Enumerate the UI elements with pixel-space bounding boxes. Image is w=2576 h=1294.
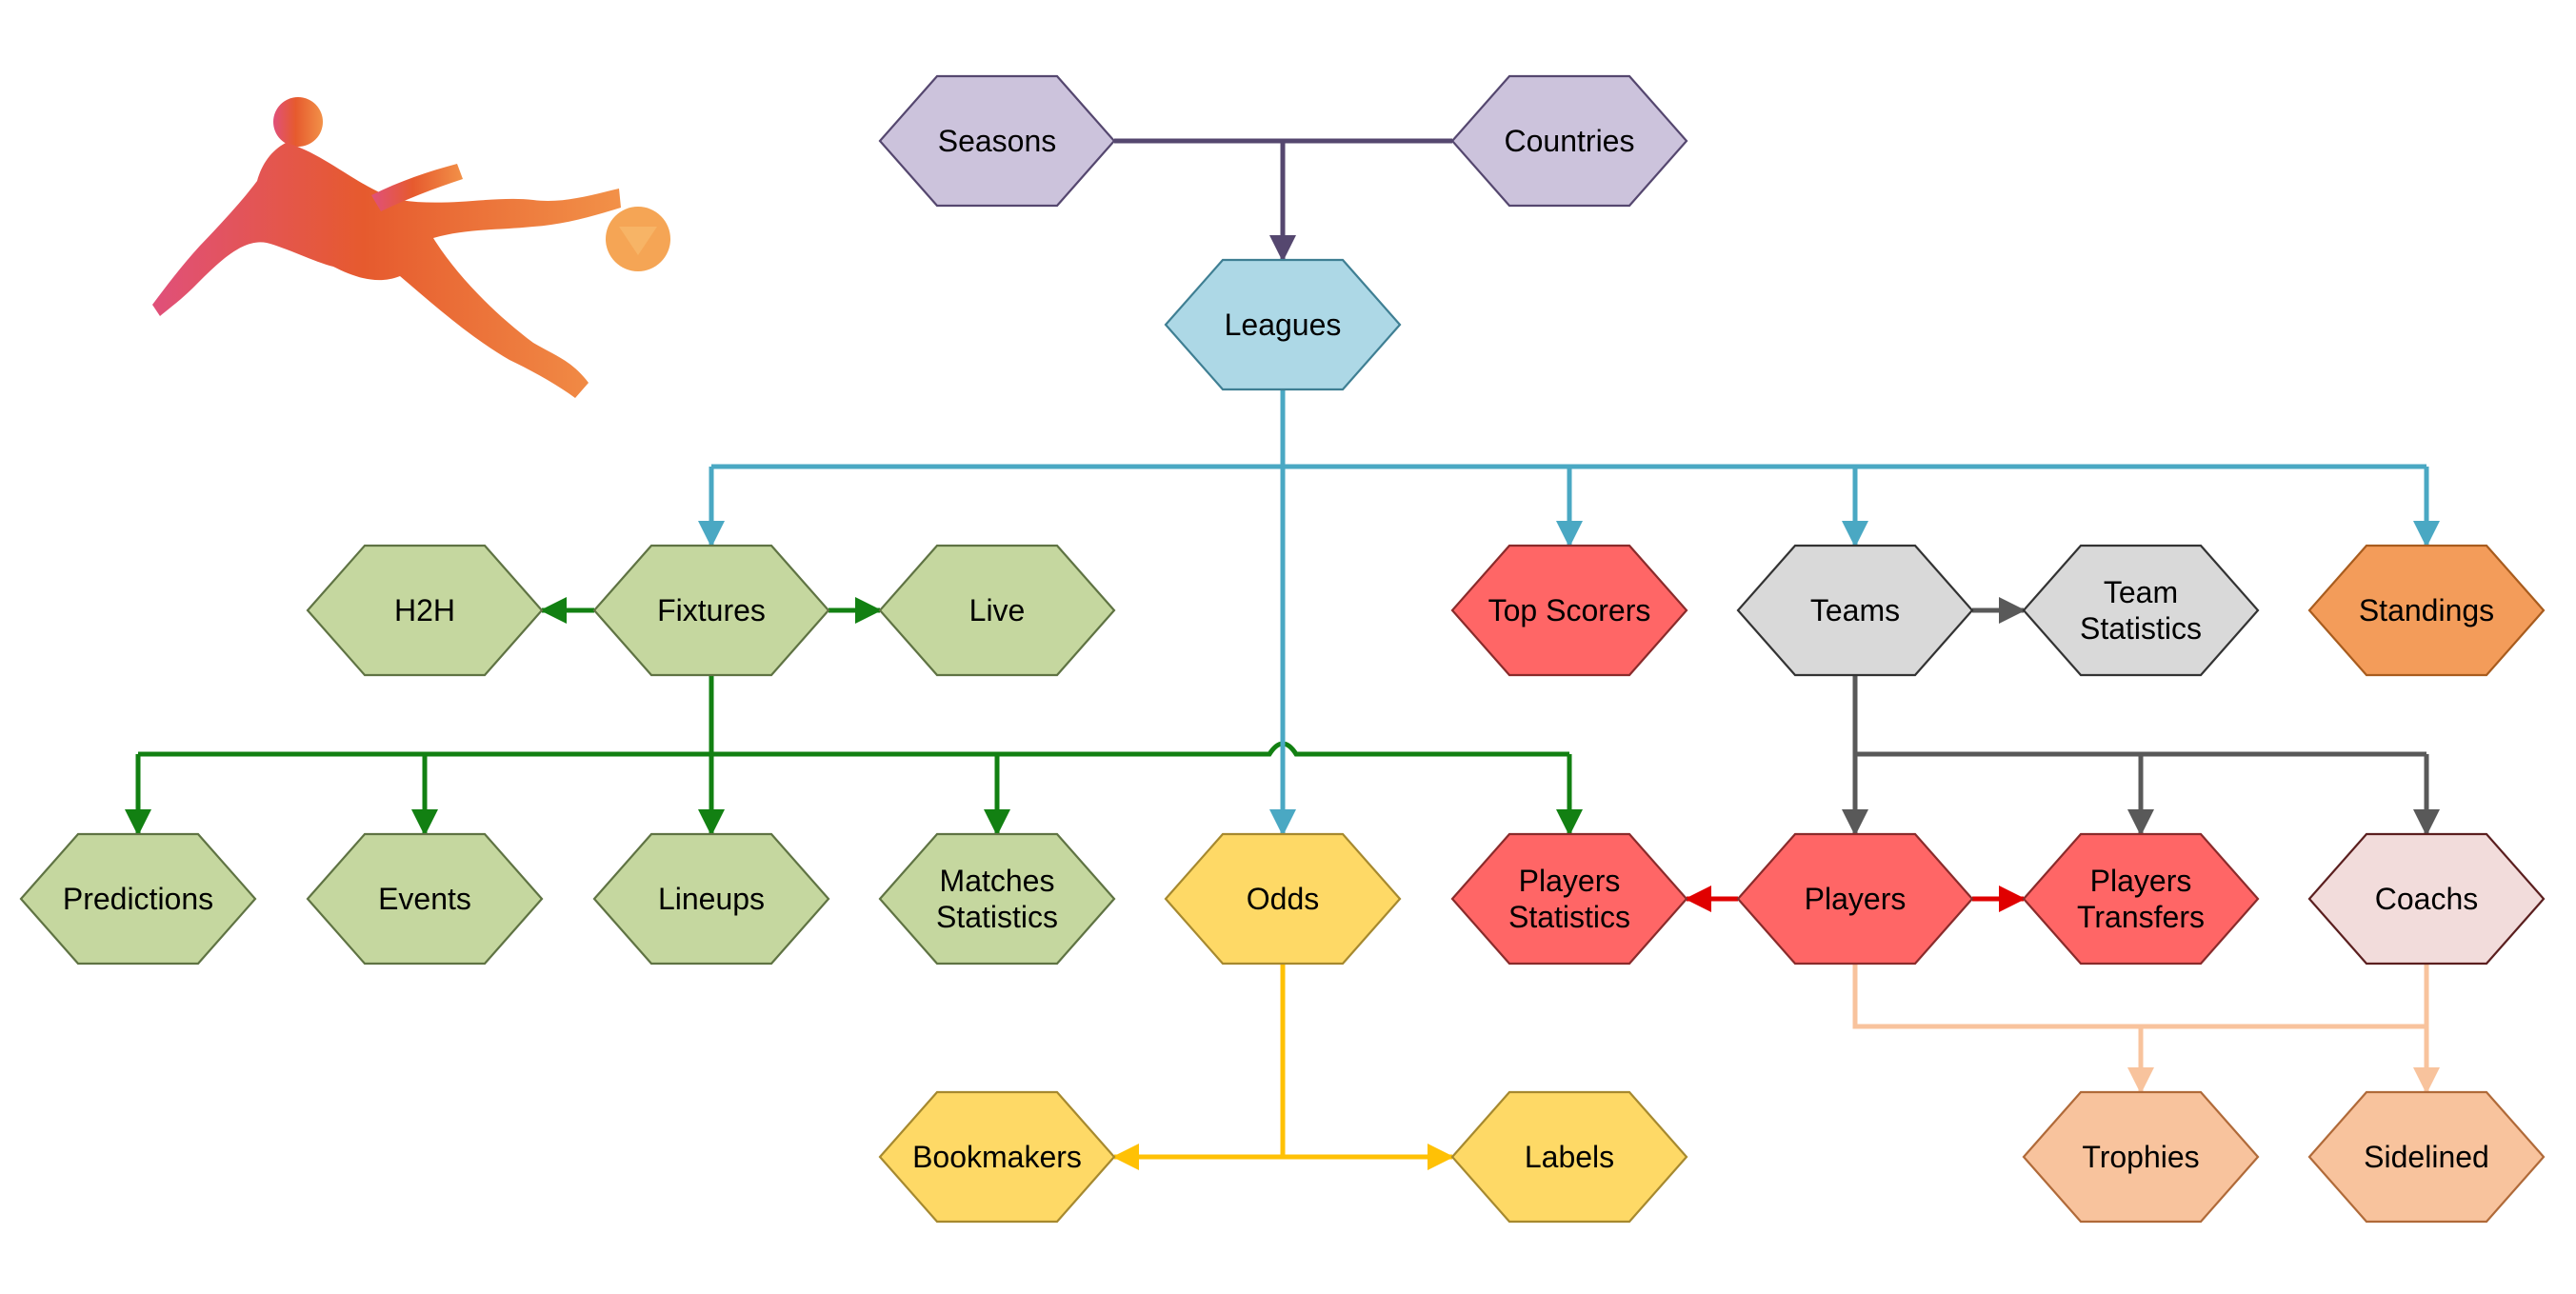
node-events-shape — [306, 832, 544, 966]
node-players-transfers-label: Transfers — [2077, 900, 2205, 934]
node-players: Players — [1736, 832, 1974, 966]
node-players-statistics-label: Statistics — [1508, 900, 1630, 934]
node-odds: Odds — [1164, 832, 1402, 966]
node-odds-label: Odds — [1247, 882, 1319, 916]
edge-players-peach-bus — [1852, 964, 2426, 1029]
node-team-statistics-label: Statistics — [2080, 611, 2202, 646]
node-live: Live — [878, 544, 1116, 677]
node-team-statistics-shape — [2022, 544, 2260, 677]
node-leagues-shape — [1164, 258, 1402, 391]
node-players-statistics-label: Players — [1519, 864, 1621, 898]
node-leagues-label: Leagues — [1225, 308, 1342, 342]
node-top-scorers: Top Scorers — [1450, 544, 1688, 677]
node-teams-shape — [1736, 544, 1974, 677]
node-top-scorers-label: Top Scorers — [1488, 593, 1651, 627]
node-bookmakers: Bookmakers — [878, 1090, 1116, 1224]
node-trophies-shape — [2022, 1090, 2260, 1224]
node-h2h-label: H2H — [394, 593, 455, 627]
node-odds-shape — [1164, 832, 1402, 966]
node-sidelined-label: Sidelined — [2364, 1140, 2489, 1174]
node-labels: Labels — [1450, 1090, 1688, 1224]
node-matches-statistics-shape — [878, 832, 1116, 966]
node-labels-shape — [1450, 1090, 1688, 1224]
node-countries: Countries — [1450, 74, 1688, 208]
node-leagues: Leagues — [1164, 258, 1402, 391]
node-players-transfers-shape — [2022, 832, 2260, 966]
node-fixtures: Fixtures — [592, 544, 830, 677]
node-bookmakers-label: Bookmakers — [912, 1140, 1082, 1174]
node-lineups: Lineups — [592, 832, 830, 966]
node-coachs: Coachs — [2307, 832, 2546, 966]
node-fixtures-label: Fixtures — [657, 593, 766, 627]
node-team-statistics-label: Team — [2104, 575, 2178, 609]
node-matches-statistics-label: Matches — [940, 864, 1055, 898]
node-events-label: Events — [378, 882, 471, 916]
node-standings-label: Standings — [2359, 593, 2494, 627]
node-predictions-shape — [19, 832, 257, 966]
node-countries-label: Countries — [1505, 124, 1635, 158]
node-live-label: Live — [969, 593, 1026, 627]
node-standings: Standings — [2307, 544, 2546, 677]
node-standings-shape — [2307, 544, 2546, 677]
node-countries-shape — [1450, 74, 1688, 208]
node-labels-label: Labels — [1525, 1140, 1614, 1174]
node-predictions: Predictions — [19, 832, 257, 966]
node-top-scorers-shape — [1450, 544, 1688, 677]
node-fixtures-shape — [592, 544, 830, 677]
node-bookmakers-shape — [878, 1090, 1116, 1224]
node-coachs-shape — [2307, 832, 2546, 966]
node-sidelined-shape — [2307, 1090, 2546, 1224]
node-matches-statistics-label: Statistics — [936, 900, 1058, 934]
node-players-statistics-shape — [1450, 832, 1688, 966]
node-teams: Teams — [1736, 544, 1974, 677]
node-h2h-shape — [306, 544, 544, 677]
node-live-shape — [878, 544, 1116, 677]
node-trophies: Trophies — [2022, 1090, 2260, 1224]
node-events: Events — [306, 832, 544, 966]
node-sidelined: Sidelined — [2307, 1090, 2546, 1224]
node-players-label: Players — [1805, 882, 1907, 916]
node-predictions-label: Predictions — [63, 882, 213, 916]
node-seasons: Seasons — [878, 74, 1116, 208]
node-players-shape — [1736, 832, 1974, 966]
node-teams-label: Teams — [1810, 593, 1900, 627]
node-players-transfers-label: Players — [2090, 864, 2192, 898]
node-h2h: H2H — [306, 544, 544, 677]
node-seasons-label: Seasons — [938, 124, 1057, 158]
edge-fixtures-bus — [138, 741, 1569, 757]
node-lineups-label: Lineups — [658, 882, 765, 916]
node-lineups-shape — [592, 832, 830, 966]
soccer-player-kicking-ball-icon — [152, 97, 670, 398]
node-trophies-label: Trophies — [2082, 1140, 2199, 1174]
node-coachs-label: Coachs — [2375, 882, 2479, 916]
node-seasons-shape — [878, 74, 1116, 208]
